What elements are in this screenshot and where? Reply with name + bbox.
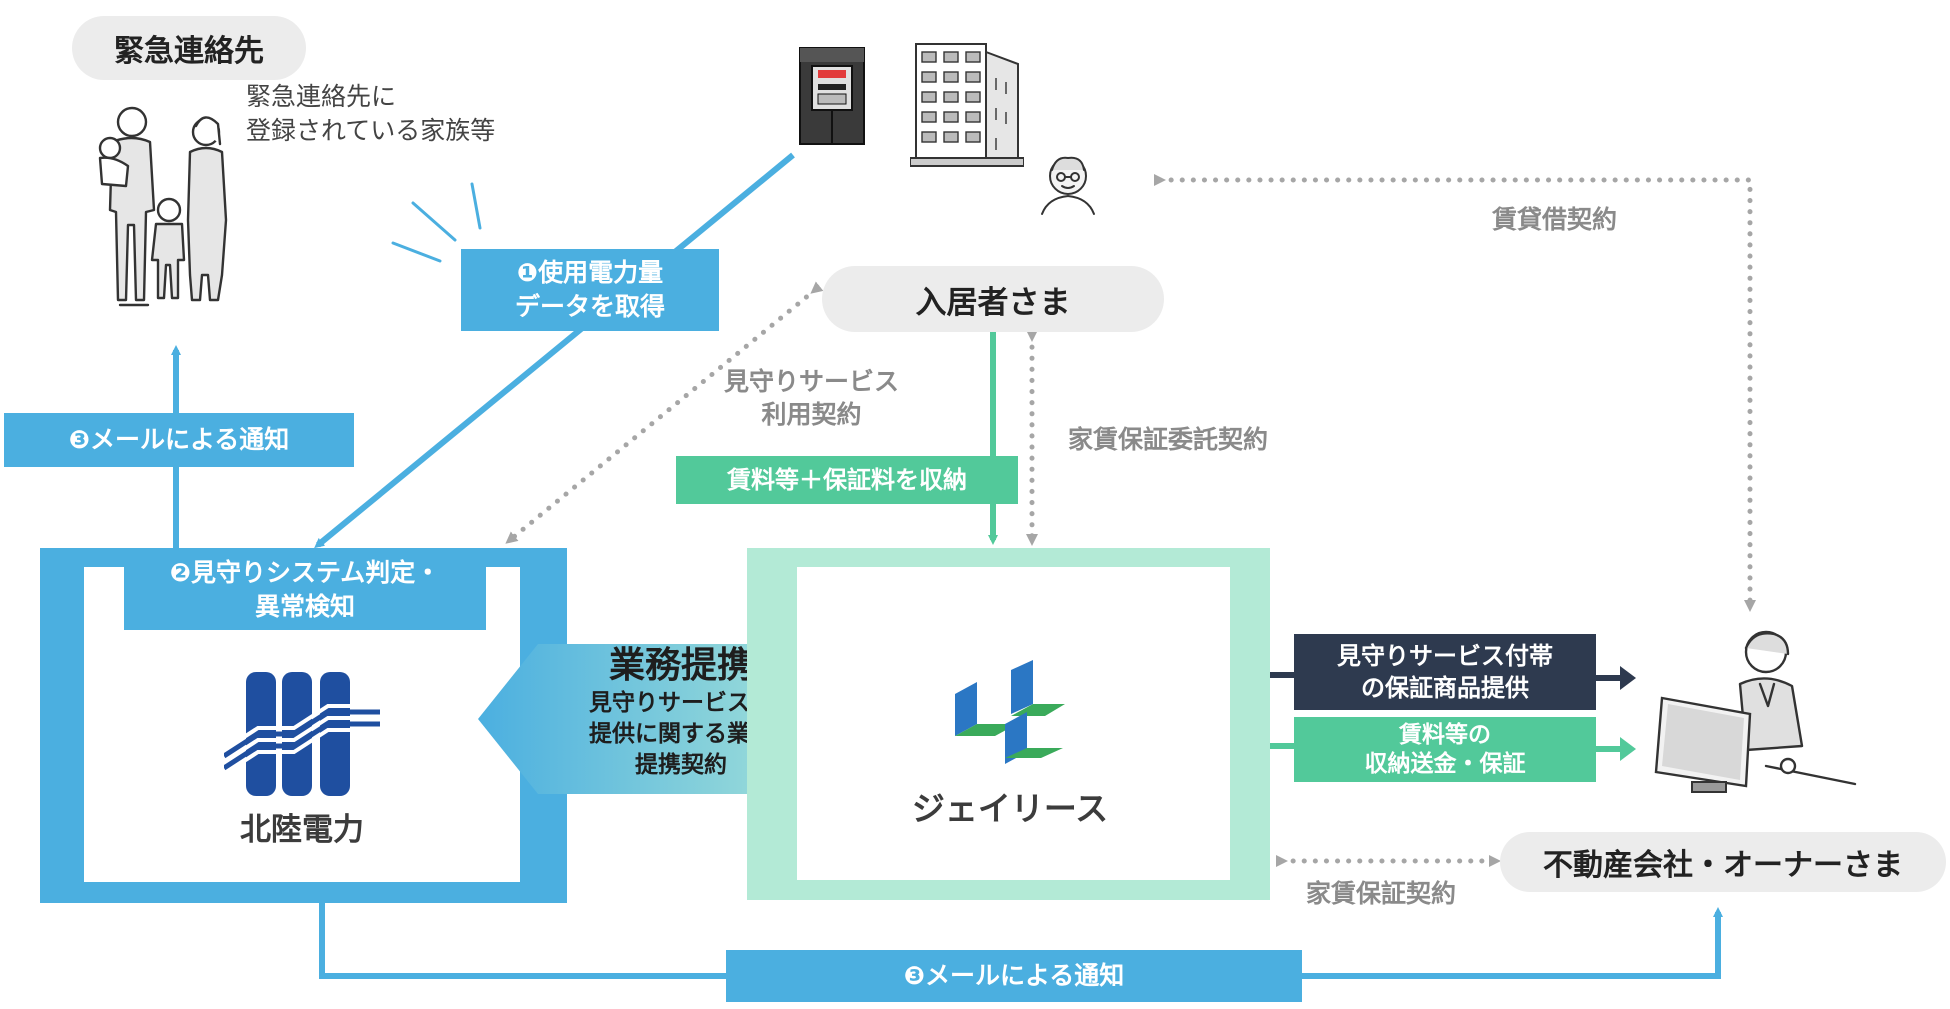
product-arrowhead [1620,666,1636,690]
remit-line1: 賃料等の [1399,721,1491,748]
partnership-title: 業務提携 [608,645,753,686]
step2-line2: 異常検知 [254,592,355,621]
alert-ticks [391,182,482,263]
guarantee-product-label: 見守りサービス付帯 の保証商品提供 [1294,634,1596,710]
step1-line1: ❶使用電力量 [516,258,664,288]
remit-arrowhead [1620,737,1636,761]
emergency-caption-line1: 緊急連絡先に [246,82,397,111]
rent-guarantee-consign-label: 家賃保証委託契約 [1068,425,1269,454]
apartment-building-icon [910,43,1024,167]
rent-remit-label: 賃料等の 収納送金・保証 [1294,717,1596,782]
partnership-line2: 提供に関する業務 [589,721,773,747]
step1-usage-data-label: ❶使用電力量 データを取得 [461,249,719,331]
jlease-logo-icon [955,660,1065,764]
step2-line1: ❷見守りシステム判定・ [169,558,441,588]
office-worker-at-computer-icon [1654,630,1857,793]
step3-mail-notice-bottom: ❸メールによる通知 [726,950,1302,1002]
lease-contract-label: 賃貸借契約 [1492,205,1618,234]
product-line1: 見守りサービス付帯 [1337,641,1553,670]
jlease-name: ジェイリース [911,789,1109,828]
watch-contract-line [505,281,824,544]
collect-rent-label: 賃料等＋保証料を収納 [676,456,1018,504]
watch-contract-line1: 見守りサービス [724,367,900,396]
partnership-line1: 見守りサービスの [589,690,773,716]
lease-contract-line [1154,174,1756,612]
step3-mail-notice-left: ❸メールによる通知 [4,413,354,467]
product-line2: の保証商品提供 [1361,674,1529,702]
step2-detection-label: ❷見守りシステム判定・ 異常検知 [124,550,486,630]
rent-guarantee-label: 家賃保証契約 [1306,879,1457,908]
watch-service-contract-label: 見守りサービス 利用契約 [724,366,899,431]
tenant-pill: 入居者さま [822,266,1164,332]
electric-meter-icon [799,47,865,145]
family-illustration-icon [98,106,228,307]
partnership-text: 業務提携 見守りサービスの 提供に関する業務 提携契約 [520,644,842,781]
partnership-line3: 提携契約 [635,752,727,778]
remit-line2: 収納送金・保証 [1364,750,1526,777]
hokuriku-electric-logo-icon [224,672,380,796]
step1-line2: データを取得 [514,292,665,321]
emergency-contact-pill: 緊急連絡先 [72,16,306,80]
emergency-caption: 緊急連絡先に 登録されている家族等 [246,80,495,148]
hokuriku-electric-name: 北陸電力 [240,812,364,848]
watch-contract-line2: 利用契約 [761,399,862,429]
owner-pill: 不動産会社・オーナーさま [1500,832,1946,892]
emergency-caption-line2: 登録されている家族等 [246,115,496,145]
elderly-tenant-icon [1041,156,1095,215]
